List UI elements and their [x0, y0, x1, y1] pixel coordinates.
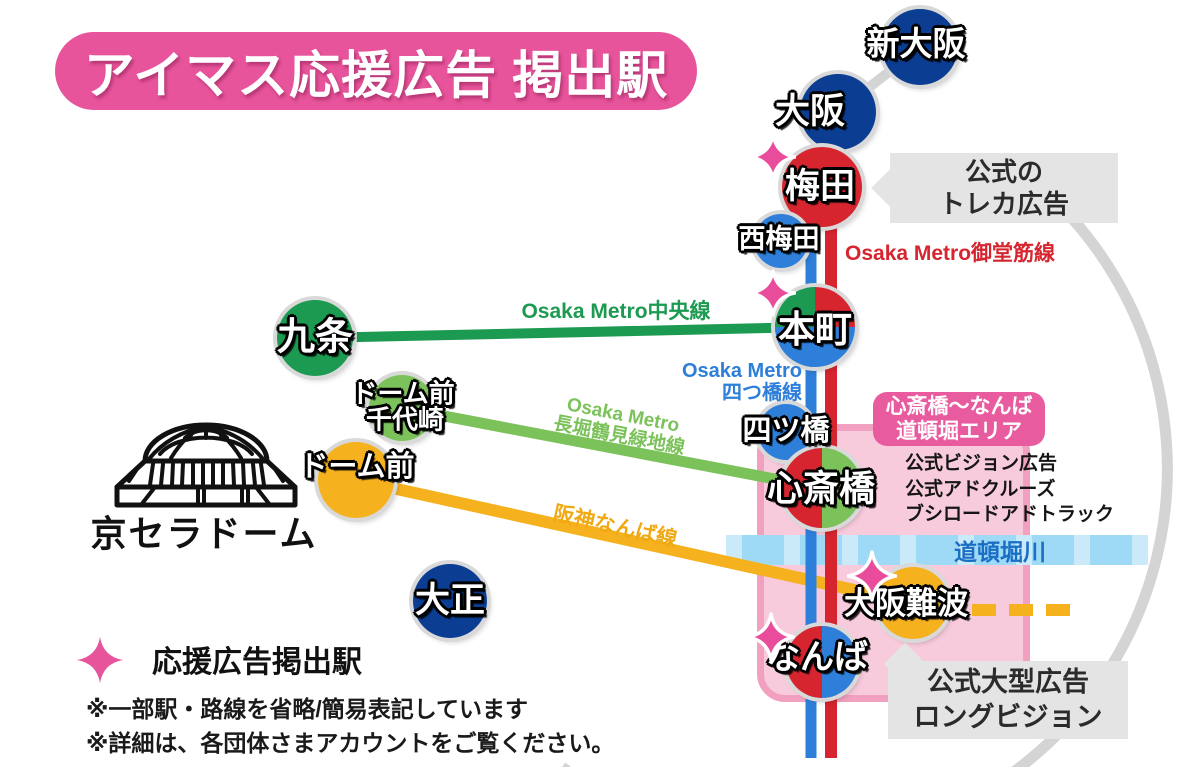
station-label-shin-osaka: 新大阪 — [866, 25, 966, 63]
vision-bubble-line2: ロングビジョン — [913, 702, 1103, 732]
station-label-nishi-umeda: 西梅田 — [738, 224, 820, 255]
line-label-yotsubashi-1: Osaka Metro — [681, 360, 802, 382]
area-badge-line1: 心斎橋〜なんば — [885, 395, 1033, 418]
station-label-dome-chiyozaki-1: ドーム前 — [351, 378, 455, 409]
station-label-kujo: 九条 — [276, 316, 354, 359]
line-label-midosuji: Osaka Metro御堂筋線 — [845, 242, 1056, 265]
area-badge-line2: 道頓堀エリア — [896, 420, 1022, 443]
station-label-dome-mae: ドーム前 — [299, 451, 415, 484]
kyocera-dome-label: 京セラドーム — [90, 513, 318, 554]
legend-marker-label: 応援広告掲出駅 — [152, 646, 362, 679]
treka-bubble-line2: トレカ広告 — [938, 189, 1069, 219]
station-label-yotsubashi: 四ツ橋 — [742, 415, 830, 448]
line-label-yotsubashi: Osaka Metro 四つ橋線 — [652, 360, 802, 405]
sparkle-icon-umeda — [750, 133, 796, 181]
long-vision-ad-bubble: 公式大型広告 ロングビジョン — [883, 642, 1128, 739]
bubble-pointer-left — [871, 168, 911, 208]
title-banner: アイマス応援広告 掲出駅 — [55, 32, 697, 110]
dotonbori-area-badge: 心斎橋〜なんば 道頓堀エリア — [873, 392, 1045, 446]
area-ad-item: ブシロードアドトラック — [905, 504, 1115, 525]
page-title: アイマス応援広告 掲出駅 — [83, 47, 669, 104]
treka-bubble-line1: 公式の — [964, 157, 1043, 187]
area-ads-list: 公式ビジョン広告 公式アドクルーズ ブシロードアドトラック — [905, 451, 1114, 528]
station-label-osaka: 大阪 — [774, 92, 846, 132]
sparkle-icon-namba — [747, 612, 795, 662]
chuo-line — [314, 322, 816, 343]
river-label: 道頓堀川 — [954, 539, 1046, 565]
kyocera-dome-illustration — [114, 422, 298, 508]
station-label-dome-chiyozaki-2: 千代崎 — [365, 404, 445, 435]
vision-bubble-line1: 公式大型広告 — [927, 667, 1089, 697]
legend-note-1: ※一部駅・路線を省略/簡易表記しています — [86, 696, 529, 722]
station-label-taisho: 大正 — [414, 581, 486, 621]
line-label-hanshin: 阪神なんば線 — [551, 501, 680, 552]
area-ad-item: 公式ビジョン広告 — [905, 453, 1058, 474]
line-label-yotsubashi-2: 四つ橋線 — [722, 382, 802, 405]
sparkle-icon-osaka-namba — [847, 550, 897, 602]
sparkle-icon-hommachi — [750, 269, 796, 317]
sparkle-icon-legend — [76, 636, 124, 684]
dotonbori-river-band: 道頓堀川 — [726, 535, 1148, 565]
area-ad-item: 公式アドクルーズ — [905, 478, 1056, 500]
treka-ad-bubble: 公式の トレカ広告 — [871, 153, 1118, 223]
station-label-shinsaibashi: 心斎橋 — [766, 467, 876, 509]
legend-note-2: ※詳細は、各団体さまアカウントをご覧ください。 — [86, 730, 615, 756]
line-label-chuo: Osaka Metro中央線 — [521, 300, 711, 324]
